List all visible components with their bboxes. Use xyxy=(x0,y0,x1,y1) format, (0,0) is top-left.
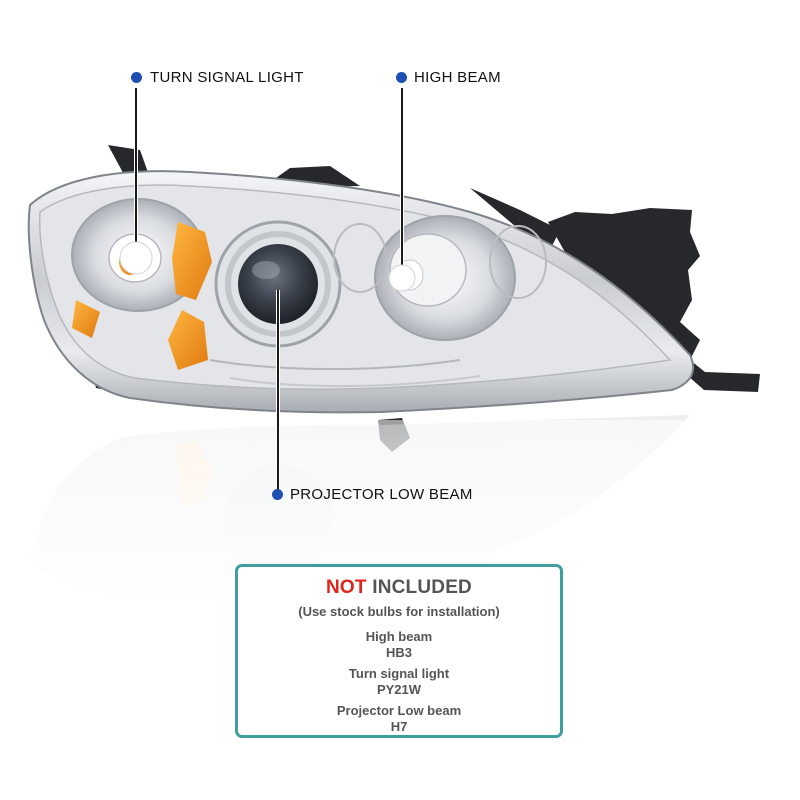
turn-signal-dot-icon xyxy=(131,72,142,83)
turn-signal-label: TURN SIGNAL LIGHT xyxy=(150,69,304,86)
high-beam-dot-icon xyxy=(396,72,407,83)
turn-signal-marker xyxy=(119,241,153,275)
bulb-item-name: Projector Low beam xyxy=(336,703,462,718)
not-included-panel: NOT INCLUDED (Use stock bulbs for instal… xyxy=(235,564,563,738)
included-word: INCLUDED xyxy=(372,577,472,598)
bulb-item-code: H7 xyxy=(390,719,408,734)
bulb-item-projector-low-beam: Projector Low beam H7 xyxy=(238,703,560,735)
bulb-item-code: HB3 xyxy=(385,645,412,660)
bulb-item-high-beam: High beam HB3 xyxy=(238,629,560,661)
high-beam-marker xyxy=(388,264,416,292)
not-included-subtitle: (Use stock bulbs for installation) xyxy=(298,604,500,619)
amber-reflector-upper xyxy=(172,222,212,300)
not-included-title: NOT INCLUDED xyxy=(238,577,560,599)
bulb-item-name: Turn signal light xyxy=(348,666,450,681)
projector-low-beam-label: PROJECTOR LOW BEAM xyxy=(290,486,473,503)
bulb-item-name: High beam xyxy=(365,629,433,644)
not-word: NOT xyxy=(326,577,367,598)
high-beam-label: HIGH BEAM xyxy=(414,69,501,86)
bulb-item-code: PY21W xyxy=(376,682,422,697)
bulb-item-turn-signal: Turn signal light PY21W xyxy=(238,666,560,698)
amber-reflector-lower xyxy=(168,310,208,370)
projector-low-beam-dot-icon xyxy=(272,489,283,500)
